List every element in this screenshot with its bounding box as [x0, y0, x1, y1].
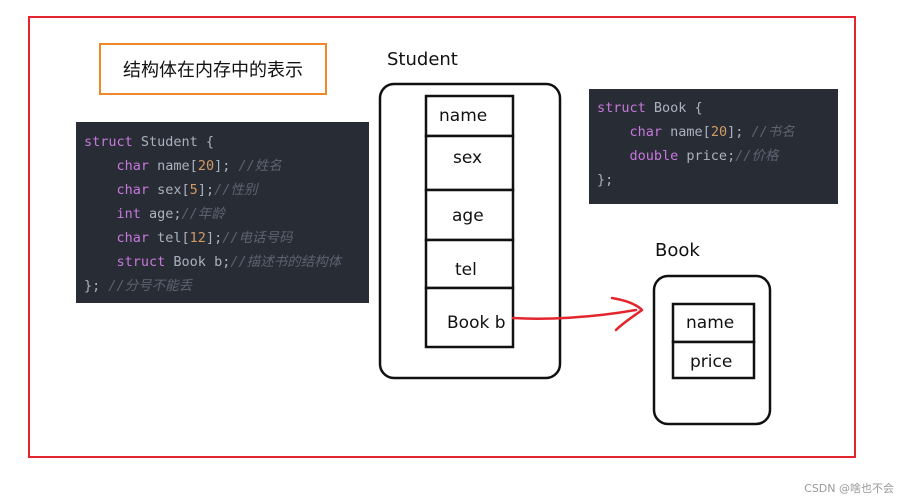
code-line: char tel[12];//电话号码	[116, 230, 293, 246]
code-line: int age;//年龄	[116, 206, 225, 222]
book-field-cell	[671, 340, 756, 380]
student-field-cell	[424, 134, 515, 192]
student-label: Student	[387, 49, 458, 70]
student-field-cell	[424, 286, 515, 349]
code-line: char sex[5];//性别	[116, 182, 258, 198]
diagram-title: 结构体在内存中的表示	[99, 43, 327, 95]
diagram-title-text: 结构体在内存中的表示	[123, 60, 303, 81]
code-line: struct Book {	[597, 100, 703, 116]
book-field-price: price	[690, 352, 732, 372]
code-line: struct Book b;//描述书的结构体	[116, 254, 342, 270]
student-code-block: struct Student { char name[20]; //姓名 cha…	[76, 122, 369, 303]
student-field-name: name	[439, 106, 487, 126]
book-code-block: struct Book { char name[20]; //书名 double…	[589, 89, 838, 204]
code-line: struct Student {	[84, 134, 215, 150]
student-field-tel: tel	[455, 260, 477, 280]
pointer-arrow-head	[610, 296, 644, 332]
watermark: CSDN @啥也不会	[804, 482, 894, 495]
code-line: double price;//价格	[629, 148, 779, 164]
book-label: Book	[655, 240, 700, 261]
student-field-book: Book b	[447, 313, 506, 333]
student-memory-box	[378, 82, 562, 380]
student-field-age: age	[452, 206, 484, 226]
outer-frame	[28, 16, 856, 458]
student-field-sex: sex	[453, 148, 482, 168]
book-field-name: name	[686, 313, 734, 333]
student-field-cell	[424, 238, 515, 290]
code-line: char name[20]; //姓名	[116, 158, 282, 174]
book-memory-box	[652, 274, 772, 426]
pointer-arrow-line	[511, 308, 638, 320]
code-line: }; //分号不能丢	[84, 278, 193, 294]
code-line: };	[597, 172, 614, 188]
code-line: char name[20]; //书名	[629, 124, 795, 140]
student-field-cell	[424, 94, 515, 138]
